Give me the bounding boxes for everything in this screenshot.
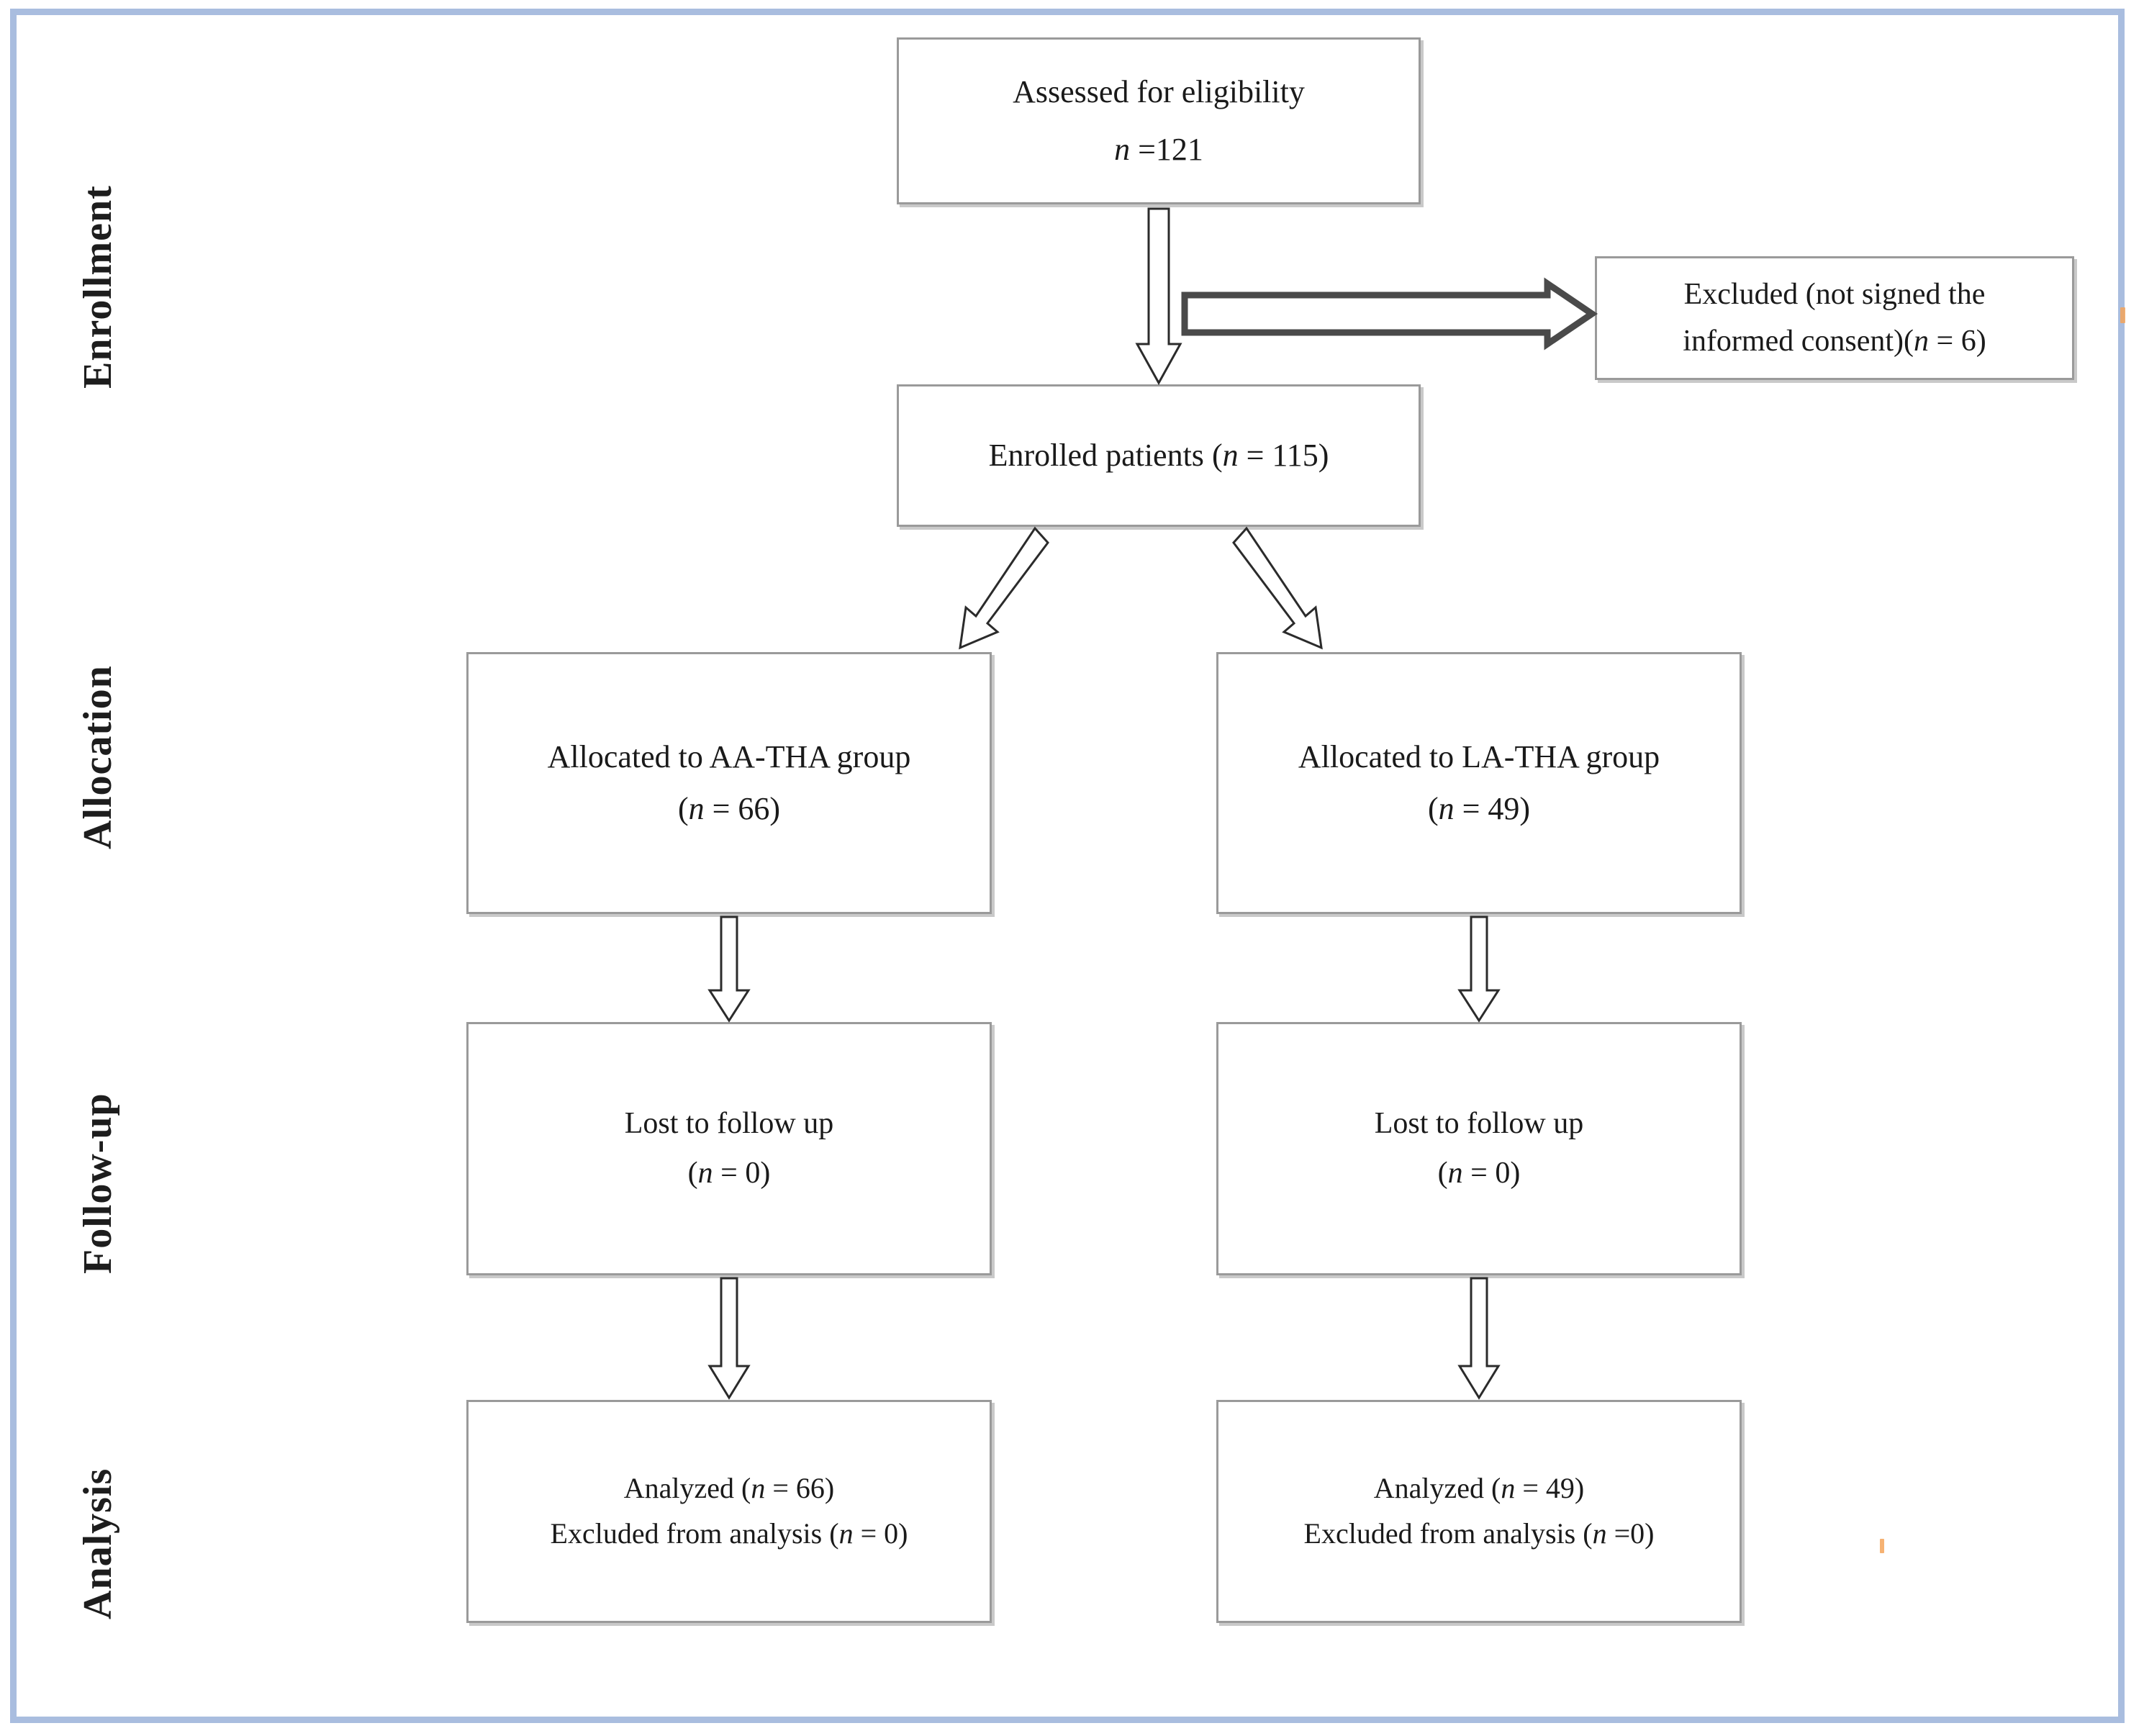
analysis-right-paren-open: ( xyxy=(1491,1472,1501,1505)
arrow-alloc-la-to-followup-la xyxy=(1457,916,1501,1023)
alloc-right-count: = 49) xyxy=(1454,791,1531,826)
box-excluded-not-consented: Excluded (not signed the informed consen… xyxy=(1595,256,2074,380)
scan-artifact-mark-lower xyxy=(1880,1539,1884,1553)
arrow-assessed-to-excluded xyxy=(1181,277,1598,351)
alloc-right-line-1: Allocated to LA-THA group xyxy=(1298,738,1660,774)
n-symbol: n xyxy=(697,1157,713,1190)
analysis-left-analyzed-count: = 66) xyxy=(765,1472,835,1505)
alloc-right-paren-open: ( xyxy=(1427,791,1439,826)
arrow-enrolled-to-alloc-aa xyxy=(959,526,1049,650)
arrow-followup-aa-to-analysis-aa xyxy=(707,1277,751,1400)
box-assessed-for-eligibility: Assessed for eligibility n =121 xyxy=(897,37,1421,204)
n-symbol: n xyxy=(688,791,705,826)
arrow-enrolled-to-alloc-la xyxy=(1232,526,1323,650)
assessed-line-2: n =121 xyxy=(899,129,1419,171)
stage-label-analysis: Analysis xyxy=(76,1468,120,1619)
analysis-right-line-2: Excluded from analysis (n =0) xyxy=(1218,1515,1740,1553)
n-symbol: n xyxy=(1114,132,1131,167)
box-lost-to-followup-aa: Lost to follow up (n = 0) xyxy=(466,1022,992,1275)
follow-right-line-1: Lost to follow up xyxy=(1374,1106,1584,1140)
excluded-paren-open: ( xyxy=(1904,325,1914,358)
follow-left-line-2: (n = 0) xyxy=(469,1154,990,1193)
arrow-followup-la-to-analysis-la xyxy=(1457,1277,1501,1400)
enrolled-paren-open: ( xyxy=(1211,437,1223,473)
analysis-right-excl-paren-open: ( xyxy=(1583,1517,1593,1550)
follow-right-count: = 0) xyxy=(1462,1157,1521,1190)
enrolled-label: Enrolled patients xyxy=(988,437,1212,473)
box-analysis-aa: Analyzed (n = 66) Excluded from analysis… xyxy=(466,1400,992,1623)
scan-artifact-mark-right xyxy=(2120,307,2125,323)
stage-label-allocation: Allocation xyxy=(76,665,120,849)
n-symbol: n xyxy=(1914,325,1930,358)
analysis-right-analyzed-count: = 49) xyxy=(1515,1472,1585,1505)
stage-label-followup: Follow-up xyxy=(76,1093,120,1274)
box-analysis-la: Analyzed (n = 49) Excluded from analysis… xyxy=(1216,1400,1742,1623)
box-enrolled-patients: Enrolled patients (n = 115) xyxy=(897,384,1421,527)
analysis-left-excluded-label: Excluded from analysis xyxy=(550,1517,830,1550)
excluded-line-2: informed consent)(n = 6) xyxy=(1597,322,2072,361)
n-symbol: n xyxy=(1447,1157,1463,1190)
analysis-left-line-2: Excluded from analysis (n = 0) xyxy=(469,1515,990,1553)
n-symbol: n xyxy=(838,1517,854,1550)
n-symbol: n xyxy=(1222,437,1239,473)
arrow-assessed-to-enrolled xyxy=(1135,207,1182,386)
follow-left-line-1: Lost to follow up xyxy=(624,1106,834,1140)
analysis-left-analyzed-label: Analyzed xyxy=(623,1472,742,1505)
assessed-line-1: Assessed for eligibility xyxy=(1013,73,1305,109)
n-symbol: n xyxy=(1501,1472,1516,1505)
follow-right-paren-open: ( xyxy=(1437,1157,1448,1190)
n-symbol: n xyxy=(1592,1517,1607,1550)
excluded-line-2-text: informed consent) xyxy=(1683,325,1904,358)
n-symbol: n xyxy=(751,1472,766,1505)
alloc-left-line-2: (n = 66) xyxy=(469,788,990,830)
arrow-alloc-aa-to-followup-aa xyxy=(707,916,751,1023)
analysis-right-excluded-count: =0) xyxy=(1606,1517,1655,1550)
alloc-left-paren-open: ( xyxy=(677,791,689,826)
analysis-left-excl-paren-open: ( xyxy=(829,1517,839,1550)
alloc-left-count: = 66) xyxy=(704,791,781,826)
follow-left-paren-open: ( xyxy=(687,1157,698,1190)
analysis-right-analyzed-label: Analyzed xyxy=(1373,1472,1492,1505)
n-symbol: n xyxy=(1438,791,1455,826)
enrolled-line-1: Enrolled patients (n = 115) xyxy=(899,435,1419,476)
analysis-right-line-1: Analyzed (n = 49) xyxy=(1218,1470,1740,1508)
follow-right-line-2: (n = 0) xyxy=(1218,1154,1740,1193)
excluded-count: = 6) xyxy=(1929,325,1986,358)
follow-left-count: = 0) xyxy=(713,1157,771,1190)
analysis-left-excluded-count: = 0) xyxy=(853,1517,908,1550)
alloc-right-line-2: (n = 49) xyxy=(1218,788,1740,830)
stage-label-enrollment: Enrollment xyxy=(76,185,120,389)
analysis-left-paren-open: ( xyxy=(741,1472,751,1505)
box-lost-to-followup-la: Lost to follow up (n = 0) xyxy=(1216,1022,1742,1275)
box-allocated-la-tha: Allocated to LA-THA group (n = 49) xyxy=(1216,652,1742,914)
assessed-count: =121 xyxy=(1130,132,1203,167)
analysis-left-line-1: Analyzed (n = 66) xyxy=(469,1470,990,1508)
analysis-right-excluded-label: Excluded from analysis xyxy=(1303,1517,1583,1550)
enrolled-count: = 115) xyxy=(1238,437,1329,473)
excluded-line-1: Excluded (not signed the xyxy=(1683,277,1986,311)
alloc-left-line-1: Allocated to AA-THA group xyxy=(547,738,911,774)
box-allocated-aa-tha: Allocated to AA-THA group (n = 66) xyxy=(466,652,992,914)
